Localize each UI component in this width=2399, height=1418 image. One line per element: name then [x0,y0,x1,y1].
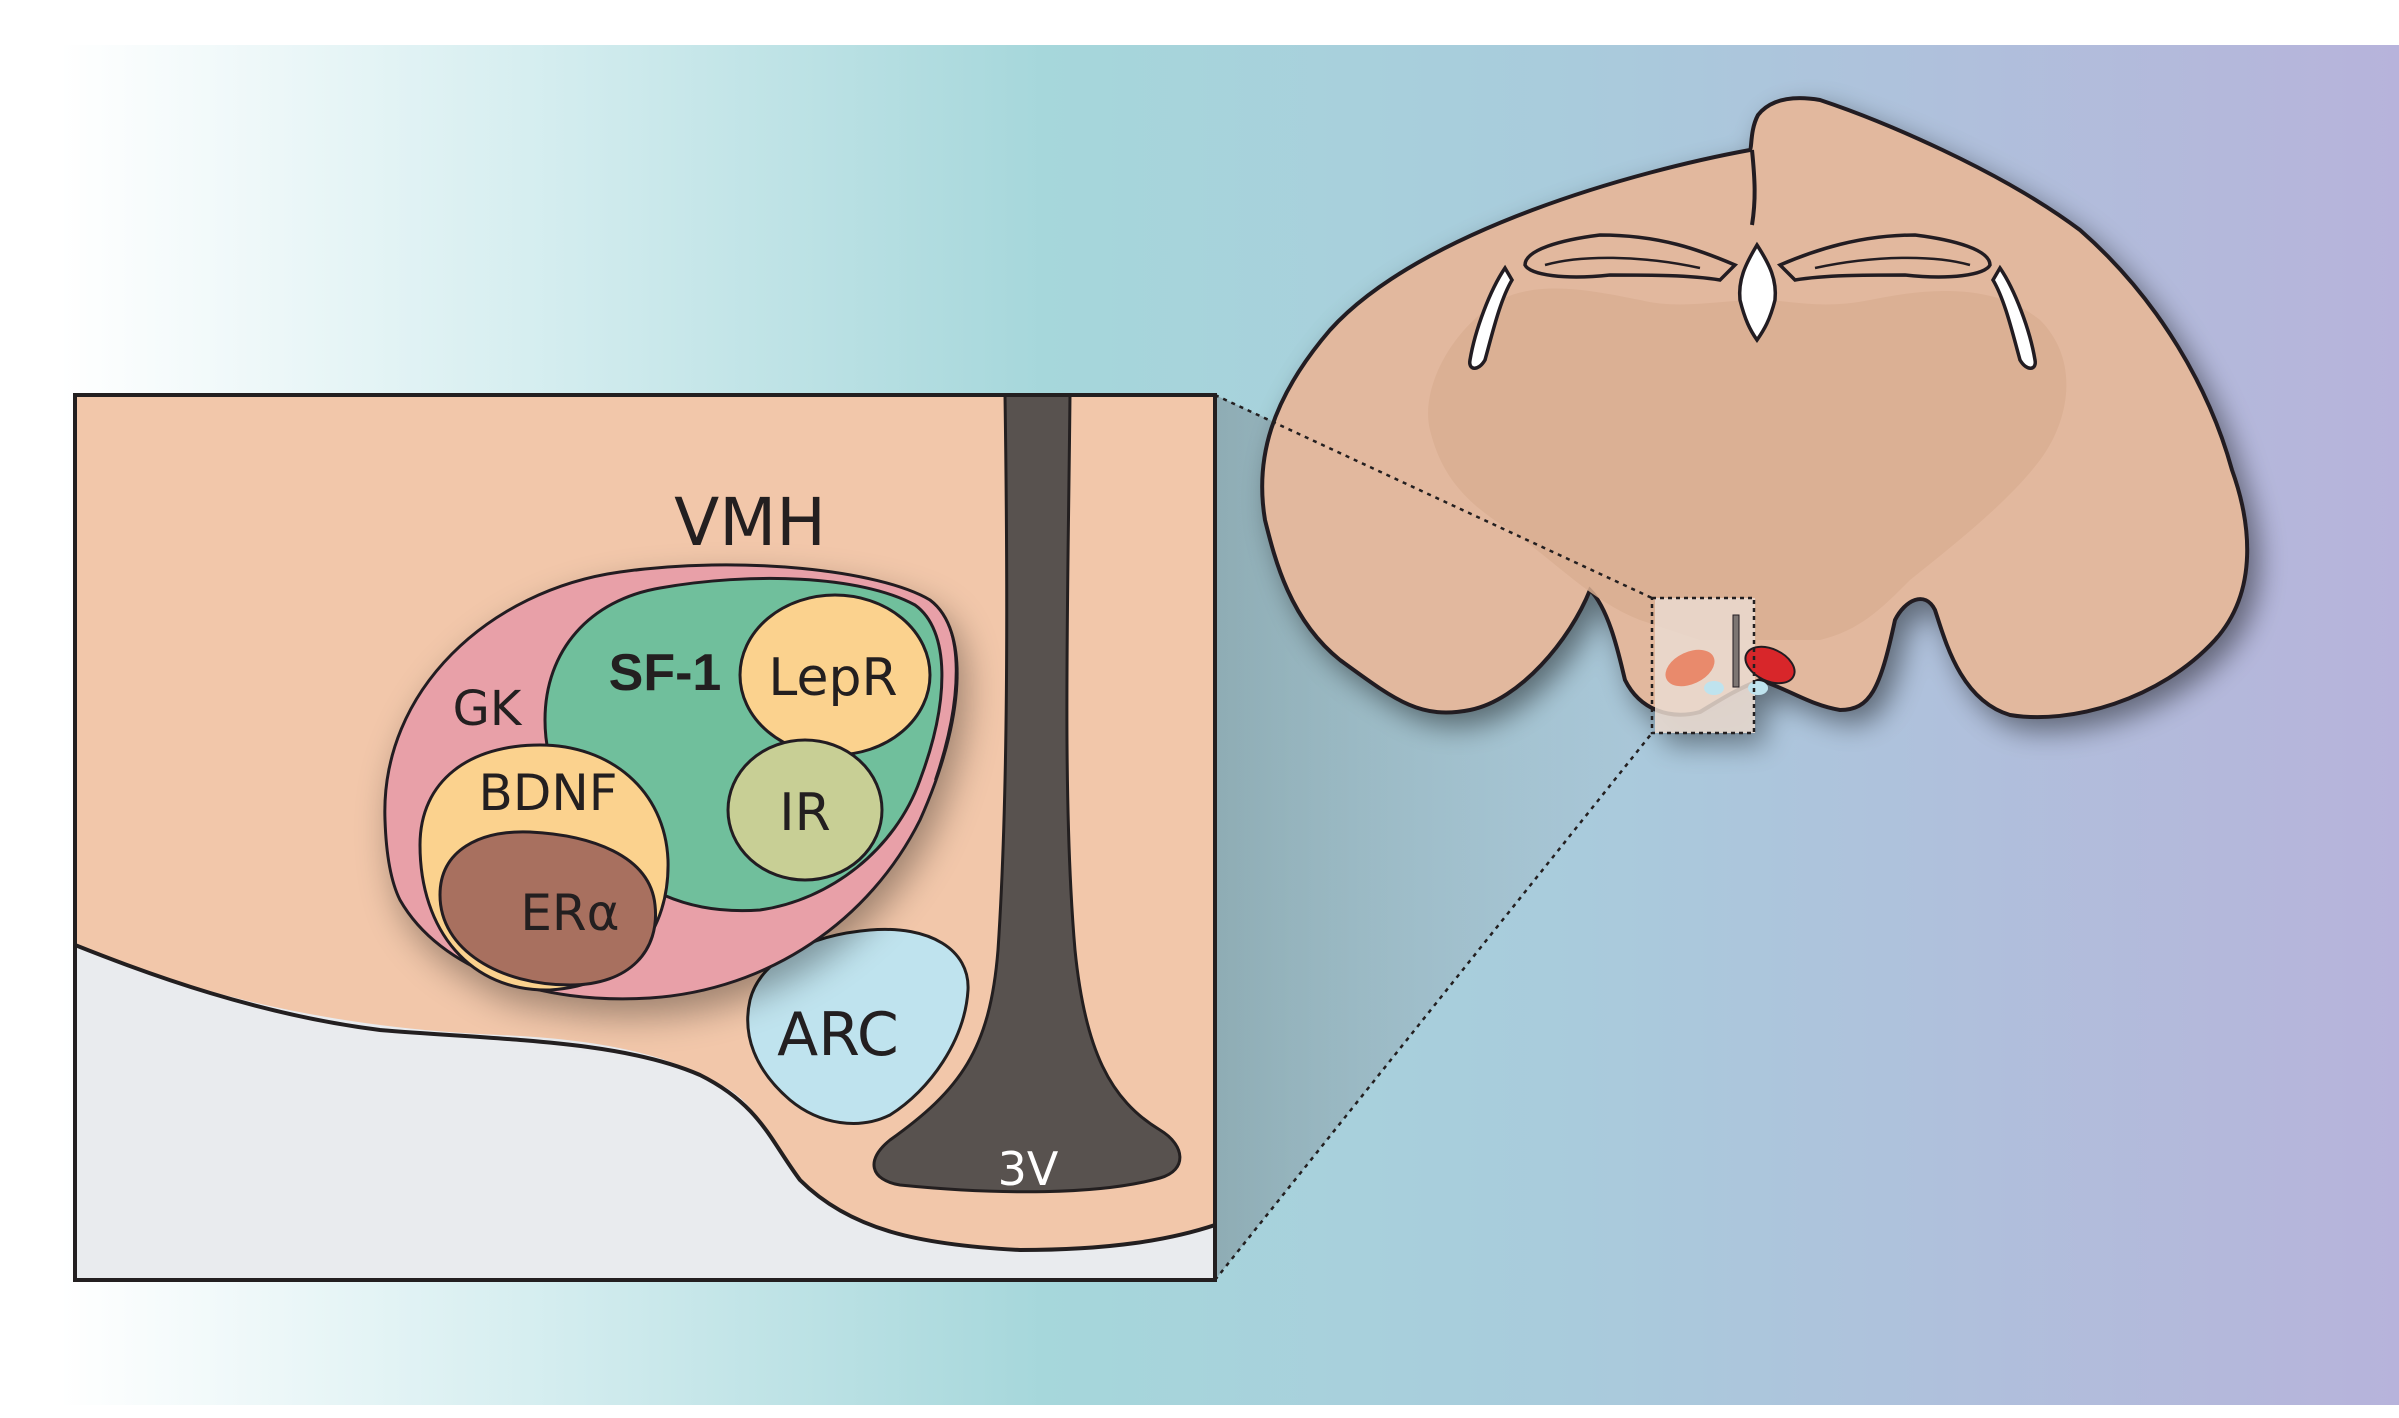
corpus-callosum-left-inner [1544,256,1701,270]
vmh-label: VMH [674,484,826,561]
vmh-nucleus [383,563,959,1001]
ir-region [726,738,884,882]
er-alpha-label: ERα [520,884,619,942]
ir-label: IR [779,783,830,843]
midline-fissure [1750,149,1757,226]
central-ventricle [1737,241,1778,344]
third-ventricle [872,395,1182,1194]
gk-region-rim [619,563,957,781]
vmh-highlight-right [1744,645,1796,685]
bdnf-label: BDNF [479,764,618,822]
sf1-label: SF-1 [609,644,722,702]
coronal-brain-section [1260,96,2250,733]
third-ventricle-mini [1732,614,1740,688]
lepr-label: LepR [768,648,897,708]
brain-inner-region [1428,288,2067,640]
corpus-callosum-right-inner [1814,256,1971,270]
inset-frame [73,393,1217,1282]
inset-panel: 3V ARC VMH [73,393,1217,1282]
gk-label: GK [453,681,523,737]
vmh-highlight-left [1665,649,1715,687]
zoom-region-box [1650,596,1756,735]
er-alpha-region [438,830,658,987]
inset-tissue-edge [75,943,1215,1253]
arc-mini-left [1704,681,1724,695]
lateral-ventricle-left [1468,264,1515,370]
arc-nucleus [746,927,970,1125]
third-ventricle-label: 3V [998,1142,1059,1196]
lateral-ventricle-right [1990,264,2037,370]
arc-label: ARC [777,1000,899,1070]
arc-mini-right [1748,681,1768,695]
